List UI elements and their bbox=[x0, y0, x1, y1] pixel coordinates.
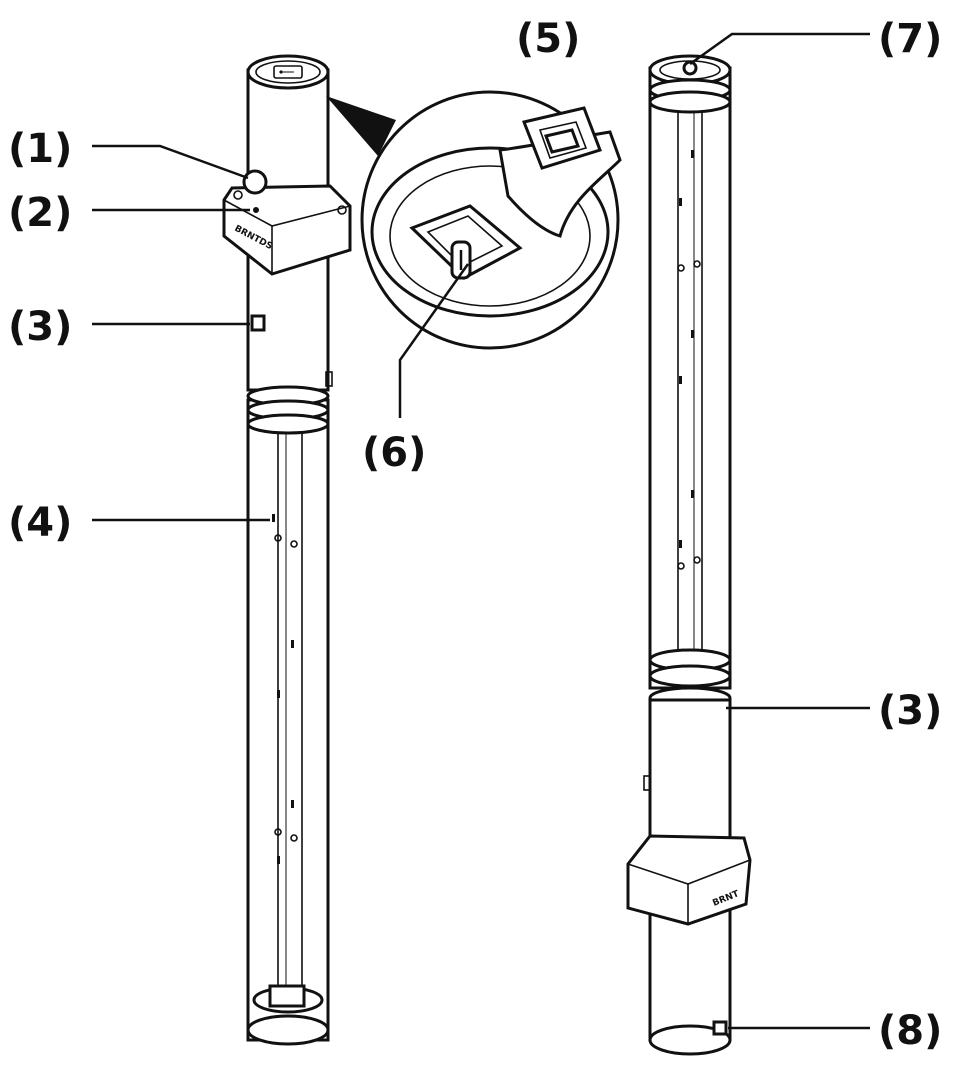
leader-lines bbox=[92, 32, 870, 1030]
usb-icon bbox=[279, 70, 294, 74]
left-tube-device: BRNTDS bbox=[222, 54, 352, 1046]
callout-7: (7) bbox=[878, 16, 942, 62]
zoom-detail bbox=[326, 90, 622, 350]
right-tube-device: BRNT bbox=[626, 54, 752, 1056]
callout-3-left: (3) bbox=[8, 304, 72, 350]
callout-5: (5) bbox=[516, 16, 580, 62]
callout-2: (2) bbox=[8, 190, 72, 236]
callout-3-right: (3) bbox=[878, 688, 942, 734]
callout-6: (6) bbox=[362, 430, 426, 476]
callout-8: (8) bbox=[878, 1008, 942, 1054]
callout-4: (4) bbox=[8, 500, 72, 546]
callout-1: (1) bbox=[8, 126, 72, 172]
